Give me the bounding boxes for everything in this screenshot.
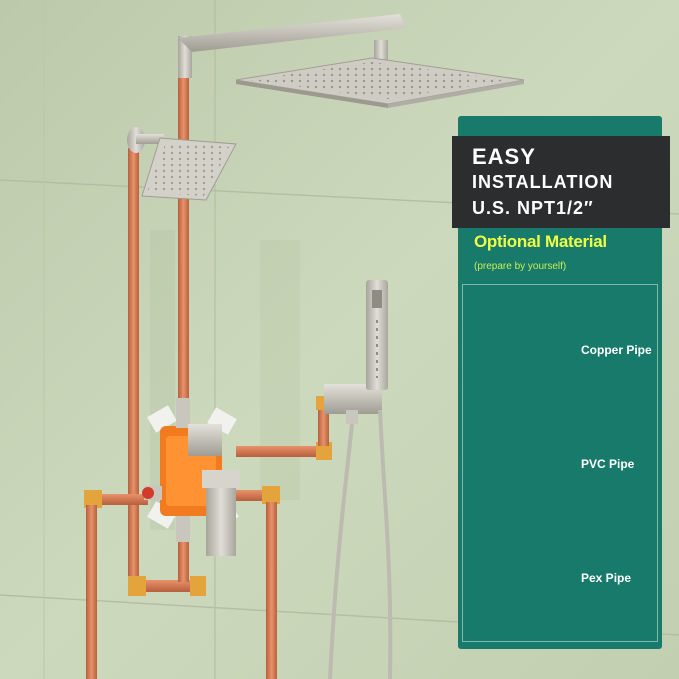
pex-pipe-label: Pex Pipe bbox=[581, 571, 632, 585]
installation-header: EASY INSTALLATION U.S. NPT1/2″ bbox=[452, 136, 670, 228]
header-easy: EASY bbox=[472, 144, 536, 169]
materials-frame: Copper Pipe PVC Pipe Pex Pipe bbox=[462, 284, 658, 642]
optional-material-title: Optional Material bbox=[474, 232, 607, 251]
pvc-pipe-label: PVC Pipe bbox=[581, 457, 635, 471]
header-npt: U.S. NPT1/2″ bbox=[472, 198, 594, 218]
header-installation: INSTALLATION bbox=[472, 172, 614, 192]
optional-material-subtitle: (prepare by yourself) bbox=[474, 261, 567, 272]
copper-pipe-label: Copper Pipe bbox=[581, 343, 652, 357]
